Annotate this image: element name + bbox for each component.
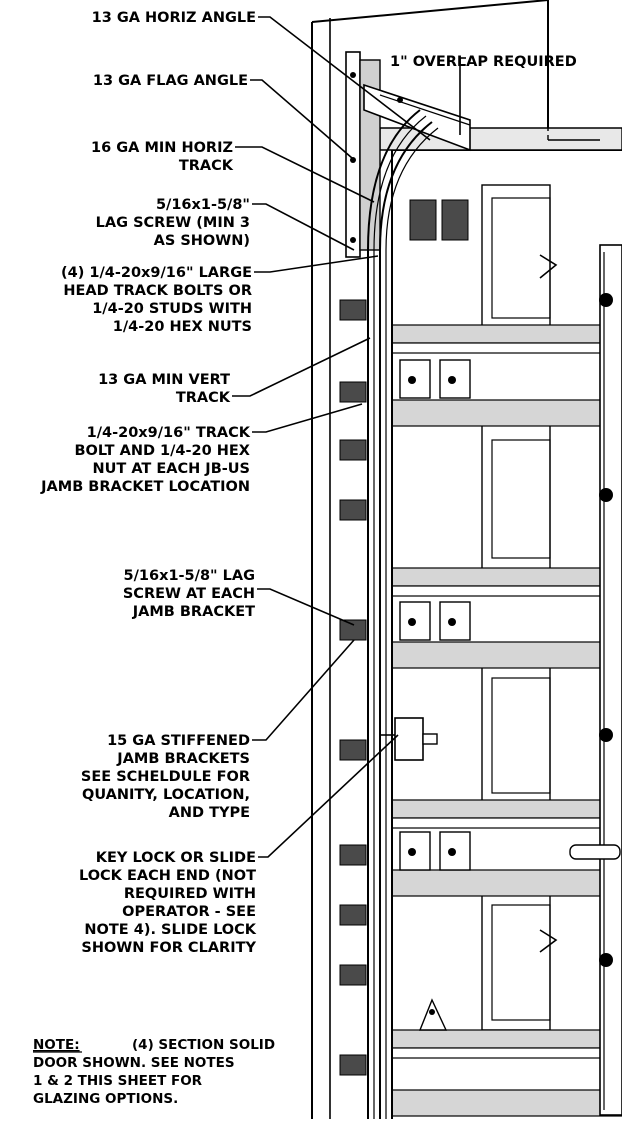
callout-line: (4) 1/4-20x9/16" LARGE bbox=[61, 265, 252, 281]
callout-line: 15 GA STIFFENED bbox=[107, 733, 250, 749]
callout-line: JAMB BRACKETS bbox=[116, 751, 250, 767]
callout-line: QUANITY, LOCATION, bbox=[82, 787, 250, 803]
callout-label: 13 GA FLAG ANGLE bbox=[93, 73, 248, 89]
callout-line: LAG SCREW (MIN 3 bbox=[96, 215, 250, 231]
callout-line: JAMB BRACKET bbox=[132, 604, 255, 620]
callout-label: 5/16x1-5/8" LAG SCREW (MIN 3 AS SHOWN) bbox=[96, 197, 250, 249]
callout-line: AND TYPE bbox=[169, 805, 250, 821]
callout-label: 13 GA MIN VERT TRACK bbox=[98, 372, 231, 406]
callout-label: 1/4-20x9/16" TRACK BOLT AND 1/4-20 HEX NUT… bbox=[40, 425, 251, 495]
callout-line: NOTE 4). SLIDE LOCK bbox=[84, 922, 256, 938]
callout-line: 1/4-20 HEX NUTS bbox=[113, 319, 252, 335]
leader-lines bbox=[232, 16, 600, 858]
hinge-row-3 bbox=[399, 601, 471, 641]
callout-line: AS SHOWN) bbox=[154, 233, 250, 249]
hinge-row-1 bbox=[409, 199, 469, 241]
horizontal-angle bbox=[363, 83, 471, 152]
callout-label: (4) 1/4-20x9/16" LARGE HEAD TRACK BOLTS O… bbox=[61, 265, 252, 335]
callout-line: SCREW AT EACH bbox=[123, 586, 255, 602]
callout-line: 13 GA MIN VERT bbox=[98, 372, 230, 388]
callout-line: 13 GA FLAG ANGLE bbox=[93, 73, 248, 89]
callout-line: 1/4-20x9/16" TRACK bbox=[87, 425, 251, 441]
overlap-label: 1" OVERLAP REQUIRED bbox=[390, 54, 577, 70]
callout-line: SHOWN FOR CLARITY bbox=[81, 940, 256, 956]
slide-lock bbox=[380, 717, 438, 761]
callout-line: HEAD TRACK BOLTS OR bbox=[63, 283, 252, 299]
adjacent-door-edge bbox=[569, 244, 622, 1116]
callout-line: TRACK bbox=[176, 390, 231, 406]
door-section-panel bbox=[481, 184, 551, 331]
hinge-row-2 bbox=[399, 359, 471, 399]
callout-line: REQUIRED WITH bbox=[124, 886, 256, 902]
callout-labels: 13 GA HORIZ ANGLE 13 GA FLAG ANGLE 16 GA M… bbox=[40, 10, 257, 956]
callout-line: SEE SCHELDULE FOR bbox=[81, 769, 250, 785]
callout-label: KEY LOCK OR SLIDE LOCK EACH END (NOT REQUI… bbox=[79, 850, 257, 956]
section-hinges bbox=[399, 199, 471, 1031]
callout-line: KEY LOCK OR SLIDE bbox=[96, 850, 256, 866]
note-line: (4) SECTION SOLID bbox=[132, 1037, 275, 1053]
hinge-row-4 bbox=[399, 831, 471, 871]
note-line: GLAZING OPTIONS. bbox=[33, 1091, 178, 1107]
callout-line: NUT AT EACH JB-US bbox=[92, 461, 250, 477]
callout-label: 13 GA HORIZ ANGLE bbox=[92, 10, 256, 26]
sheet-note: NOTE: (4) SECTION SOLID DOOR SHOWN. SEE N… bbox=[33, 1037, 275, 1107]
callout-line: LOCK EACH END (NOT bbox=[79, 868, 256, 884]
callout-line: 16 GA MIN HORIZ bbox=[91, 140, 233, 156]
note-line: 1 & 2 THIS SHEET FOR bbox=[33, 1073, 203, 1089]
callout-label: 5/16x1-5/8" LAG SCREW AT EACH JAMB BRACKET bbox=[123, 568, 255, 620]
note-heading: NOTE: bbox=[33, 1037, 80, 1053]
callout-line: 1/4-20 STUDS WITH bbox=[92, 301, 252, 317]
callout-line: 5/16x1-5/8" LAG bbox=[124, 568, 255, 584]
door-section-panel bbox=[481, 664, 551, 806]
callout-label: 15 GA STIFFENED JAMB BRACKETS SEE SCHELDUL… bbox=[81, 733, 250, 821]
callout-line: JAMB BRACKET LOCATION bbox=[40, 479, 250, 495]
callout-label: 16 GA MIN HORIZ TRACK bbox=[91, 140, 234, 174]
callout-line: BOLT AND 1/4-20 HEX bbox=[74, 443, 250, 459]
note-line: DOOR SHOWN. SEE NOTES bbox=[33, 1055, 235, 1071]
callout-line: OPERATOR - SEE bbox=[122, 904, 256, 920]
callout-line: 13 GA HORIZ ANGLE bbox=[92, 10, 256, 26]
callout-line: TRACK bbox=[179, 158, 234, 174]
jamb-brackets bbox=[339, 299, 367, 1076]
callout-line: 5/16x1-5/8" bbox=[156, 197, 250, 213]
